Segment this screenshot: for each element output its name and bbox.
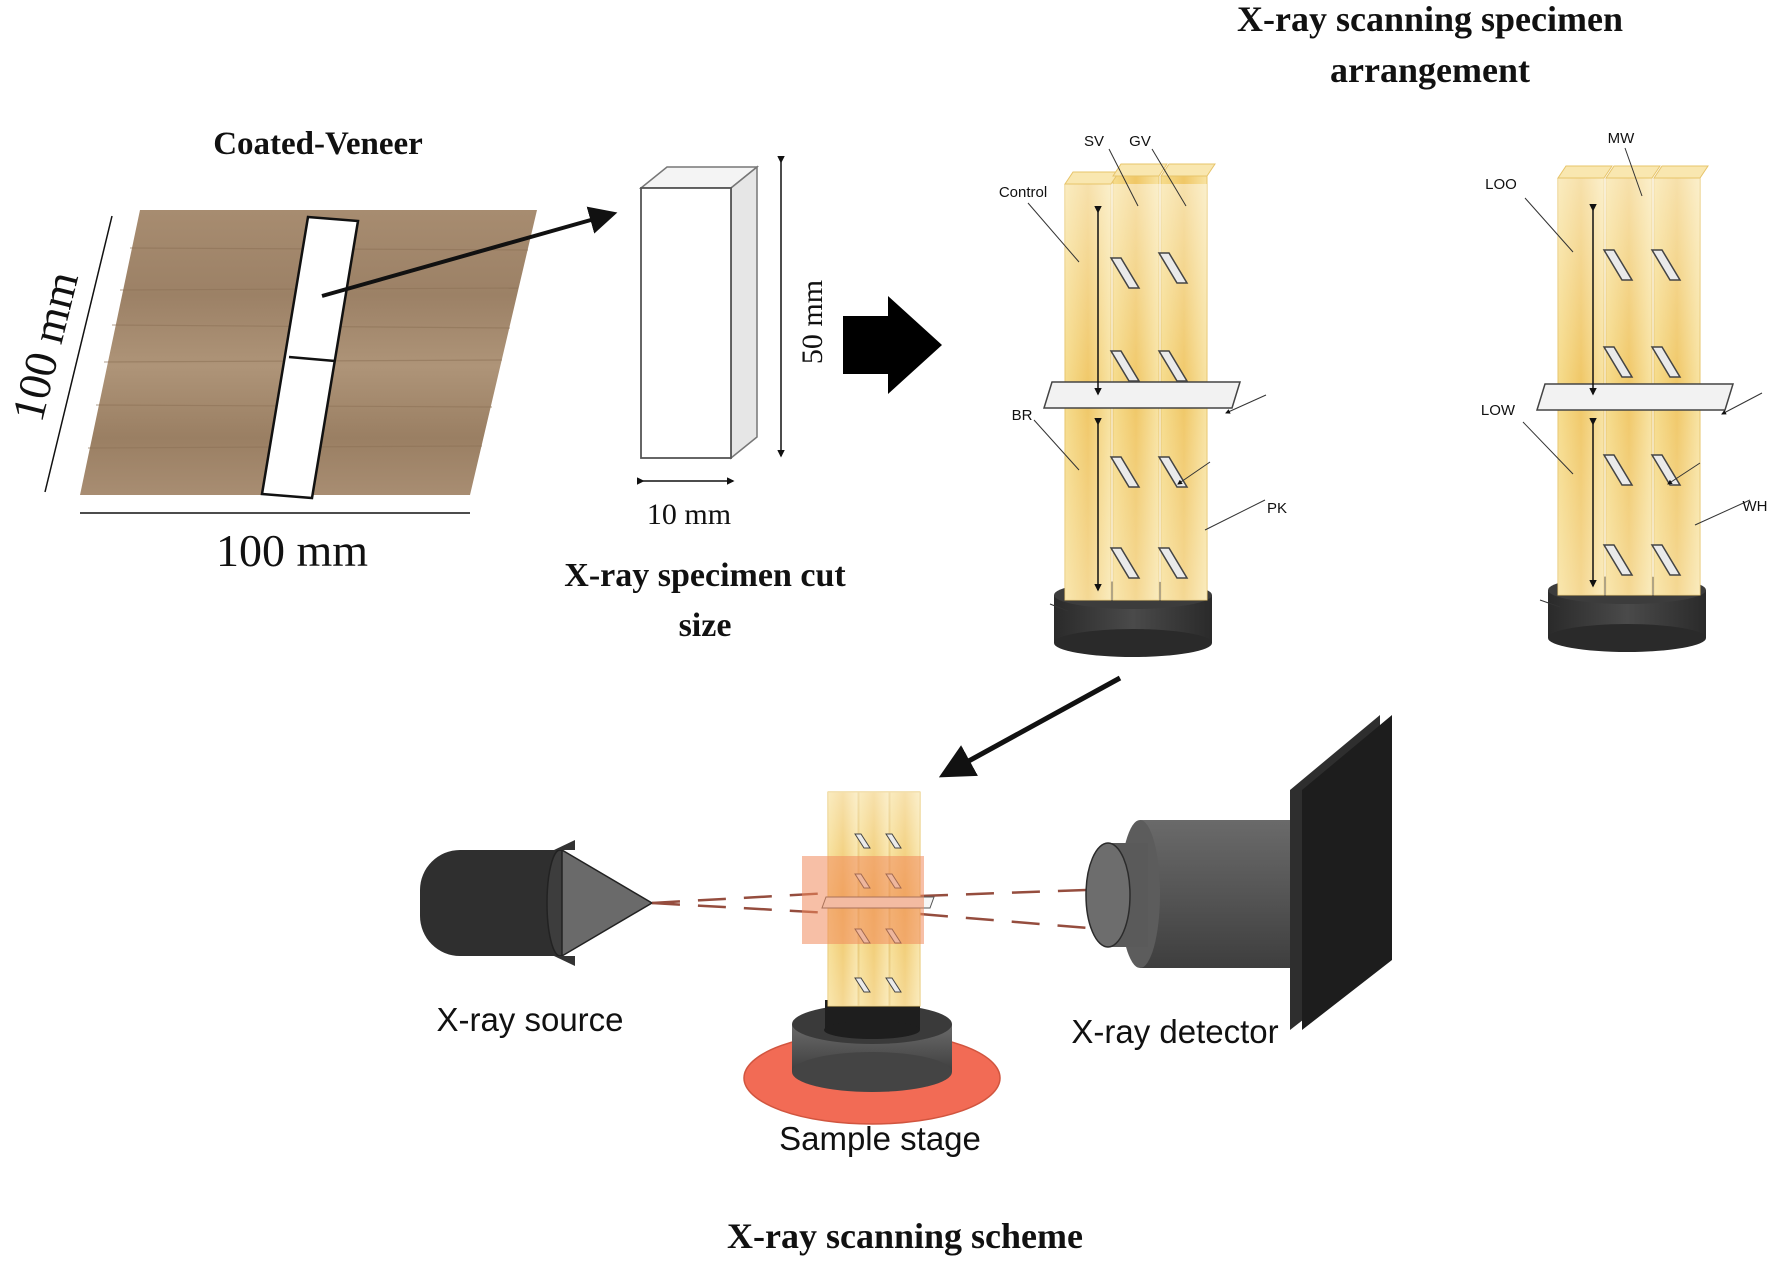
specimen-height-label: 50 mm — [796, 280, 829, 364]
arrangement-assembly-left: Control SV GV BR PK — [999, 133, 1287, 657]
scheme-caption: X-ray scanning scheme — [727, 1216, 1083, 1256]
base-cylinder-bottom — [1054, 629, 1212, 657]
xray-scheme: X-ray source Sample stage X-ray detector… — [420, 715, 1392, 1256]
xray-detector — [1085, 715, 1392, 1030]
label-sv: SV — [1084, 133, 1104, 150]
coated-veneer-panel: Coated-Veneer 100 mm 100 mm — [2, 126, 618, 576]
sample-chips — [1602, 249, 1682, 576]
strip-divider — [288, 355, 336, 363]
strip-stack — [1557, 165, 1709, 596]
separator-plate — [1535, 383, 1735, 411]
label-low: LOW — [1481, 402, 1516, 419]
mini-specimen-stack — [802, 791, 935, 1007]
leader-lines — [1027, 148, 1267, 612]
specimen-caption-line2: size — [679, 607, 732, 644]
veneer-title: Coated-Veneer — [213, 126, 423, 162]
stage-label: Sample stage — [779, 1120, 981, 1157]
specimen-width-label: 10 mm — [647, 498, 731, 531]
base-cylinder-bottom — [1548, 624, 1706, 652]
veneer-bottom-dimension: 100 mm — [216, 525, 368, 576]
separator-plate — [1042, 381, 1242, 409]
flow-arrow-to-scheme — [938, 675, 1122, 778]
xray-beam — [651, 887, 1113, 932]
label-gv: GV — [1129, 133, 1151, 150]
detector-label: X-ray detector — [1071, 1013, 1278, 1050]
arrangement-title-line1: X-ray scanning specimen — [1237, 0, 1623, 39]
specimen-strip — [260, 215, 360, 500]
label-control: Control — [999, 184, 1047, 201]
cut-arrow — [321, 206, 618, 298]
sample-chips — [1109, 252, 1189, 579]
specimen-caption-line1: X-ray specimen cut — [564, 557, 846, 594]
side-dimension-line — [44, 215, 113, 493]
xray-source — [420, 840, 654, 966]
specimen-block: 50 mm 10 mm X-ray specimen cut size — [564, 156, 846, 644]
leader-lines — [1522, 147, 1763, 608]
label-br: BR — [1012, 407, 1033, 424]
label-pk: PK — [1267, 500, 1287, 517]
flow-arrow-right — [843, 296, 942, 394]
label-wh: WH — [1743, 498, 1768, 515]
sample-stage — [743, 1000, 1001, 1125]
specimen-front-face — [640, 187, 732, 459]
label-loo: LOO — [1485, 176, 1517, 193]
label-mw: MW — [1608, 130, 1635, 147]
arrangement-assembly-right: MW LOO LOW WH — [1481, 130, 1768, 652]
scan-region-highlight — [802, 856, 924, 944]
arrangement-title-line2: arrangement — [1330, 50, 1530, 90]
source-label: X-ray source — [436, 1001, 623, 1038]
specimen-side-face — [730, 165, 758, 460]
veneer-side-dimension: 100 mm — [2, 266, 88, 426]
